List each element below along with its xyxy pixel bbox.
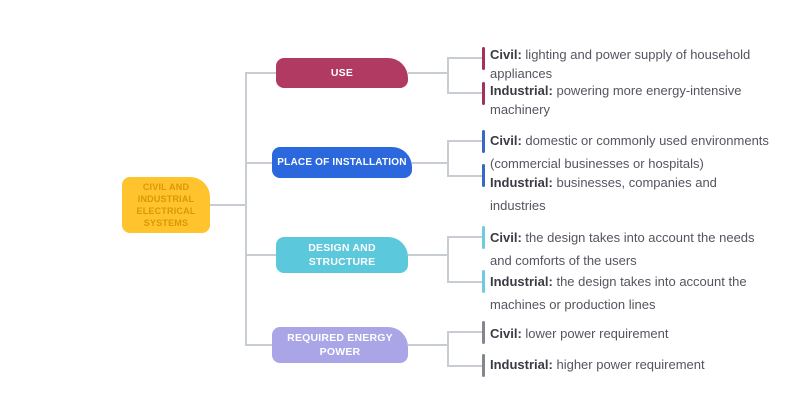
term-label: Industrial: xyxy=(490,274,553,289)
connector-line xyxy=(447,57,482,59)
branch-node-place-of-installation-label: PLACE OF INSTALLATION xyxy=(277,156,407,168)
tick-marker xyxy=(482,47,485,70)
detail-item-design-industrial: Industrial: the design takes into accoun… xyxy=(490,270,800,316)
detail-item-place-civil: Civil: domestic or commonly used environ… xyxy=(490,129,800,175)
root-node: CIVIL AND INDUSTRIAL ELECTRICAL SYSTEMS xyxy=(122,177,210,233)
branch-node-required-energy-power-label: REQUIRED ENERGY POWER xyxy=(287,332,393,358)
detail-text: lighting and power supply of household a… xyxy=(490,47,751,81)
term-label: Civil: xyxy=(490,133,522,148)
branch-node-use: USE xyxy=(276,58,408,88)
term-label: Industrial: xyxy=(490,175,553,190)
term-label: Civil: xyxy=(490,47,522,62)
tick-marker xyxy=(482,130,485,153)
term-label: Civil: xyxy=(490,230,522,245)
detail-text: businesses, companies and industries xyxy=(490,175,717,213)
branch-node-design-and-structure: DESIGN AND STRUCTURE xyxy=(276,237,408,273)
tick-marker xyxy=(482,270,485,293)
connector-line xyxy=(447,175,482,177)
connector-line xyxy=(447,236,482,238)
term-label: Civil: xyxy=(490,326,522,341)
branch-node-place-of-installation: PLACE OF INSTALLATION xyxy=(272,147,412,178)
branch-node-required-energy-power: REQUIRED ENERGY POWER xyxy=(272,327,408,363)
connector-line xyxy=(245,254,278,256)
connector-line xyxy=(447,365,482,367)
detail-text: the design takes into account the needs … xyxy=(490,230,755,268)
branch-node-use-label: USE xyxy=(330,67,354,79)
connector-line xyxy=(447,140,482,142)
connector-fork-line xyxy=(447,236,449,283)
tick-marker xyxy=(482,226,485,249)
connector-trunk-line xyxy=(245,72,247,346)
connector-line xyxy=(210,204,247,206)
detail-text: lower power requirement xyxy=(525,326,669,341)
connector-line xyxy=(245,72,278,74)
detail-item-required-industrial: Industrial: higher power requirement xyxy=(490,357,800,372)
connector-line xyxy=(408,254,449,256)
detail-item-required-civil: Civil: lower power requirement xyxy=(490,326,800,341)
connector-line xyxy=(447,331,482,333)
connector-line xyxy=(408,344,449,346)
tick-marker xyxy=(482,321,485,344)
detail-item-place-industrial: Industrial: businesses, companies and in… xyxy=(490,171,800,217)
detail-text: the design takes into account the machin… xyxy=(490,274,747,312)
connector-line xyxy=(412,162,449,164)
connector-fork-line xyxy=(447,140,449,177)
connector-fork-line xyxy=(447,57,449,94)
branch-node-design-and-structure-label: DESIGN AND STRUCTURE xyxy=(308,242,376,268)
term-label: Industrial: xyxy=(490,83,553,98)
connector-line xyxy=(447,92,482,94)
tick-marker xyxy=(482,82,485,105)
connector-line xyxy=(447,281,482,283)
detail-text: powering more energy-intensive machinery xyxy=(490,83,742,117)
tick-marker xyxy=(482,164,485,187)
detail-item-design-civil: Civil: the design takes into account the… xyxy=(490,226,800,272)
detail-item-use-industrial: Industrial: powering more energy-intensi… xyxy=(490,81,800,119)
connector-line xyxy=(245,344,274,346)
term-label: Industrial: xyxy=(490,357,553,372)
detail-text: higher power requirement xyxy=(556,357,705,372)
connector-line xyxy=(408,72,449,74)
detail-text: domestic or commonly used environments (… xyxy=(490,133,769,171)
root-node-label: CIVIL AND INDUSTRIAL ELECTRICAL SYSTEMS xyxy=(136,182,196,228)
connector-fork-line xyxy=(447,331,449,367)
detail-item-use-civil: Civil: lighting and power supply of hous… xyxy=(490,45,800,83)
connector-line xyxy=(245,162,274,164)
tick-marker xyxy=(482,354,485,377)
